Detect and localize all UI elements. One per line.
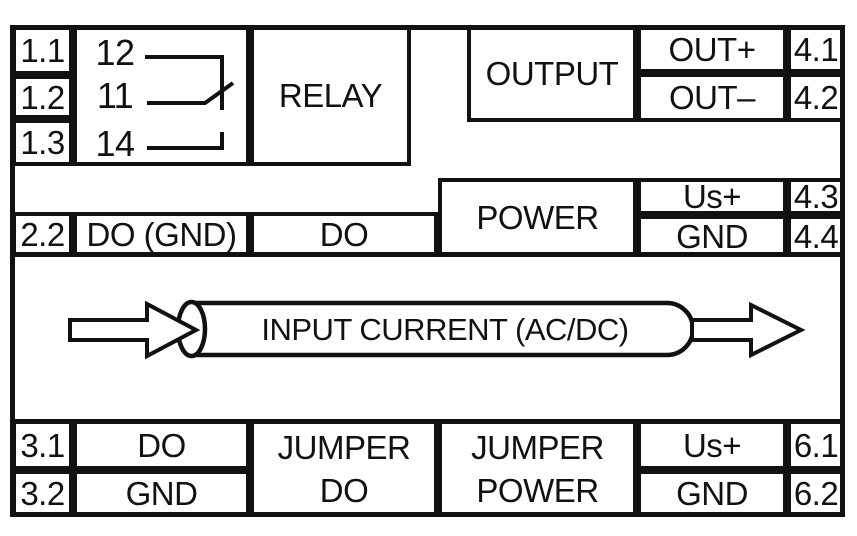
signal-out-plus: OUT+	[637, 25, 787, 73]
terminal-4-3: 4.3	[787, 178, 845, 215]
signal-do-gnd: DO (GND)	[73, 212, 250, 257]
output-label-box: OUTPUT	[467, 25, 637, 122]
jumper-power-line2: POWER	[476, 471, 599, 509]
jumper-do-cell: JUMPER DO	[250, 420, 438, 517]
input-current-label: INPUT CURRENT (AC/DC)	[261, 311, 629, 347]
terminal-4-1: 4.1	[787, 25, 845, 73]
relay-label-box: RELAY	[250, 25, 411, 166]
terminal-4-2: 4.2	[787, 73, 845, 122]
signal-do-bottom: DO	[73, 420, 250, 470]
terminal-1-1: 1.1	[12, 25, 73, 75]
signal-us-plus-bottom: Us+	[637, 420, 787, 470]
terminal-2-2: 2.2	[12, 212, 73, 257]
signal-us-plus-top: Us+	[637, 178, 787, 215]
jumper-power-line1: JUMPER	[471, 428, 604, 466]
power-label-box: POWER	[438, 178, 637, 257]
jumper-do-line1: JUMPER	[277, 428, 411, 466]
relay-pin-12-label: 12	[95, 32, 135, 73]
relay-pin-11-label: 11	[96, 75, 134, 116]
terminal-4-4: 4.4	[787, 215, 845, 257]
terminal-3-1: 3.1	[12, 420, 73, 470]
terminal-6-2: 6.2	[787, 470, 845, 517]
terminal-6-1: 6.1	[787, 420, 845, 470]
jumper-power-cell: JUMPER POWER	[438, 420, 637, 517]
terminal-1-3: 1.3	[12, 119, 73, 166]
signal-gnd-bottom-right: GND	[637, 470, 787, 517]
terminal-1-2: 1.2	[12, 75, 73, 119]
relay-contact-symbol	[145, 55, 235, 150]
jumper-do-line2: DO	[319, 471, 369, 509]
current-flow-arrow-out-icon	[690, 301, 806, 359]
contact-pin11-blade	[147, 81, 235, 105]
current-flow-arrow-in-icon	[68, 300, 201, 360]
relay-contact-box	[73, 25, 250, 166]
relay-pin-14-label: 14	[95, 123, 135, 164]
signal-gnd-bottom: GND	[73, 470, 250, 517]
contact-pin14-line	[147, 132, 224, 150]
signal-out-minus: OUT–	[637, 73, 787, 122]
signal-do: DO	[250, 212, 438, 257]
terminal-3-2: 3.2	[12, 470, 73, 517]
signal-gnd-top: GND	[637, 215, 787, 257]
